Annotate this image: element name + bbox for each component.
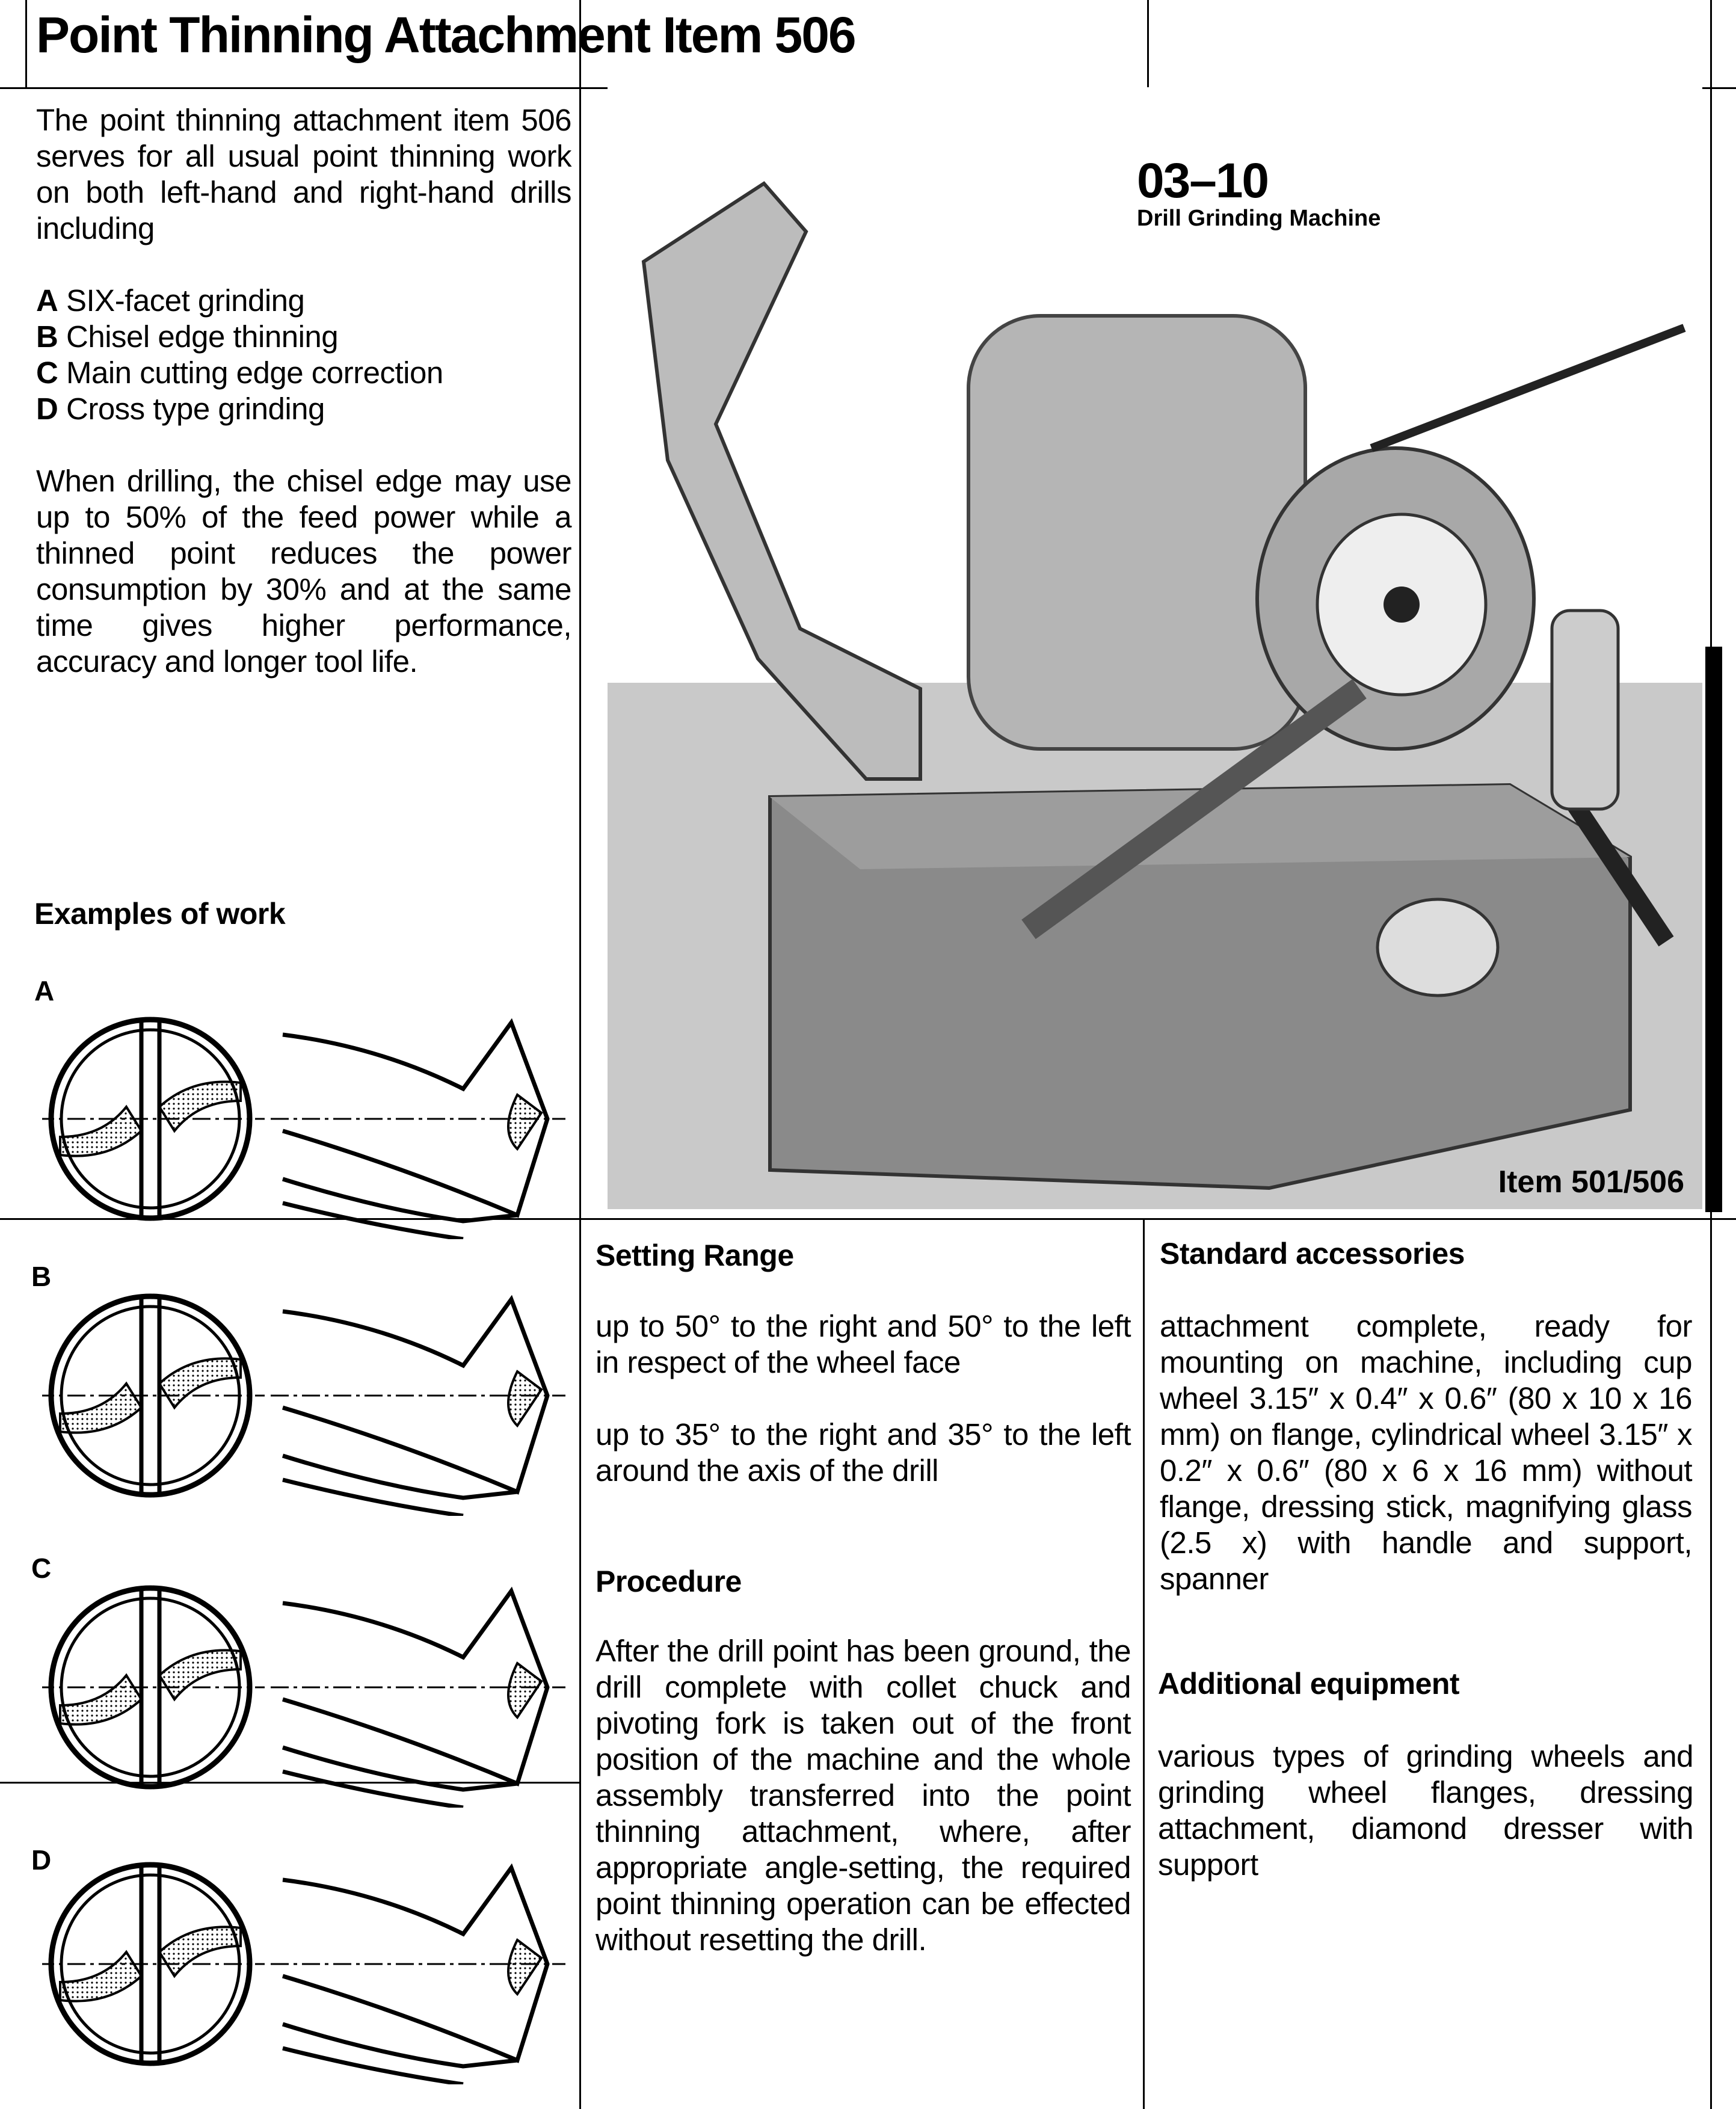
column-rule-left: [579, 0, 581, 2109]
example-label-d: D: [31, 1844, 52, 1876]
drilling-paragraph: When drilling, the chisel edge may use u…: [36, 464, 572, 679]
example-label-a: A: [34, 975, 55, 1006]
list-text: SIX-facet grinding: [66, 283, 305, 318]
example-label-c: C: [31, 1553, 52, 1584]
drill-diagram: [42, 1862, 565, 2084]
list-text: Chisel edge thinning: [66, 319, 339, 354]
list-text: Cross type grinding: [66, 392, 325, 426]
title-divider: [1147, 0, 1149, 87]
list-letter: D: [36, 392, 58, 426]
procedure-heading: Procedure: [596, 1565, 742, 1598]
black-edge-bar: [1705, 647, 1722, 1212]
setting-range-paragraph: up to 35° to the right and 35° to the le…: [596, 1417, 1131, 1488]
examples-heading: Examples of work: [34, 897, 286, 931]
list-text: Main cutting edge correction: [66, 356, 443, 390]
intro-paragraph: The point thinning attachment item 506 s…: [36, 103, 572, 245]
procedure-text: After the drill point has been ground, t…: [596, 1634, 1131, 1957]
column-rule-right: [1143, 1218, 1145, 2109]
page-title: Point Thinning Attachment Item 506: [36, 7, 857, 63]
machine-photo: 03–10 Drill Grinding Machine Item 501/50…: [608, 87, 1702, 1209]
machine-illustration: [641, 181, 1686, 1190]
middle-rule: [0, 1218, 1736, 1220]
list-letter: C: [36, 356, 58, 390]
model-number: 03–10: [1137, 153, 1269, 208]
setting-range-paragraph: up to 50° to the right and 50° to the le…: [596, 1309, 1131, 1379]
setting-range-text: up to 50° to the right and 50° to the le…: [596, 1308, 1131, 1525]
model-label: 03–10 Drill Grinding Machine: [1137, 156, 1380, 232]
accessories-text: attachment complete, ready for mounting …: [1160, 1309, 1693, 1596]
list-letter: A: [36, 283, 58, 318]
accessories-heading: Standard accessories: [1160, 1237, 1465, 1270]
left-margin-rule: [25, 0, 27, 87]
additional-text: various types of grinding wheels and gri…: [1158, 1739, 1694, 1882]
list-letter: B: [36, 319, 58, 354]
drill-diagram: [42, 1585, 565, 1808]
lower-rule: [0, 1782, 581, 1784]
drill-diagram: [42, 1017, 565, 1239]
photo-item-label: Item 501/506: [1498, 1165, 1684, 1199]
model-name: Drill Grinding Machine: [1137, 206, 1381, 231]
additional-heading: Additional equipment: [1158, 1667, 1460, 1701]
example-label-b: B: [31, 1261, 52, 1292]
intro-text: The point thinning attachment item 506 s…: [36, 102, 572, 716]
setting-range-heading: Setting Range: [596, 1239, 794, 1272]
drill-diagram: [42, 1293, 565, 1516]
